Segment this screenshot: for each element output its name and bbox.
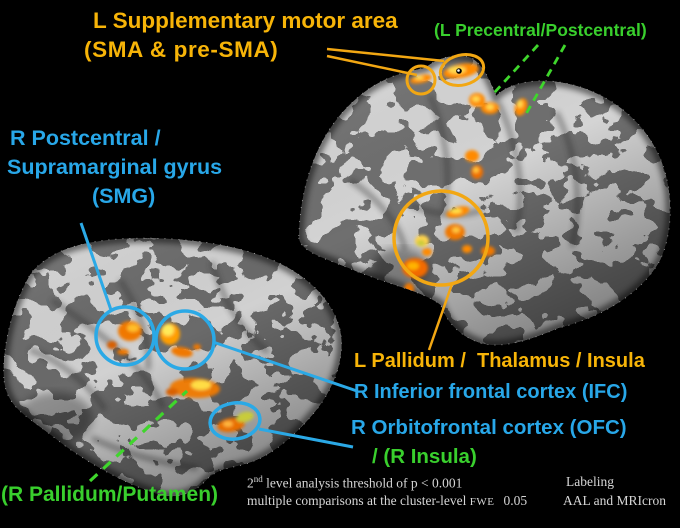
label-smg-line1: R Postcentral / (10, 126, 161, 150)
label-pallidum-putamen: (R Pallidum/Putamen) (1, 483, 219, 506)
brain-render-left-hemisphere (298, 55, 671, 346)
label-ifc: R Inferior frontal cortex (IFC) (354, 381, 628, 403)
pallidum-putamen-dashed-line (88, 389, 189, 483)
label-smg-line3: (SMG) (92, 184, 156, 208)
pallidum-thalamus-circle (392, 189, 490, 287)
caption-threshold-rest: level analysis threshold of p < 0.001 (262, 475, 463, 491)
label-precentral-postcentral: (L Precentral/Postcentral) (434, 20, 647, 40)
peak-activation-dot (457, 69, 460, 72)
ifc-circle (154, 309, 216, 371)
ofc-circle (208, 401, 262, 441)
ofc-callout-line (258, 427, 354, 449)
caption-fwe: FWE (469, 496, 495, 508)
sma-circle-large (438, 53, 486, 87)
label-ofc-line2-insula: / (R Insula) (372, 445, 477, 468)
label-pallidum-thalamus-insula: L Pallidum / Thalamus / Insula (354, 350, 645, 372)
ifc-callout-line (212, 340, 358, 393)
caption-threshold-prefix: 2 (247, 475, 254, 491)
caption-labeling-title: Labeling (566, 474, 614, 489)
caption-threshold-line2: multiple comparisons at the cluster-leve… (247, 493, 528, 509)
label-sma-line2: (SMA & pre-SMA) (84, 37, 279, 62)
yellow-annotations (326, 47, 490, 351)
caption-threshold-sup: nd (253, 474, 263, 484)
sma-circle-small (405, 64, 437, 96)
label-sma-line1: L Supplementary motor area (93, 8, 398, 33)
label-ofc-line1: R Orbitofrontal cortex (OFC) (351, 416, 627, 439)
caption-comparisons: multiple comparisons at the cluster-leve… (247, 493, 470, 508)
blue-annotations (79, 222, 358, 449)
label-smg-line2: Supramarginal gyrus (7, 155, 223, 179)
caption-fwe-value: 0.05 (503, 493, 528, 508)
smg-circle (94, 305, 156, 367)
smg-callout-line (79, 222, 113, 311)
sma-callout-line-1 (326, 47, 445, 63)
caption-threshold-line1: 2nd level analysis threshold of p < 0.00… (247, 474, 463, 491)
sma-callout-line-2 (326, 54, 418, 77)
green-annotations (88, 44, 567, 483)
caption-labeling-tools: AAL and MRIcron (563, 493, 666, 508)
pallidum-callout-line (427, 283, 454, 351)
sulci-right-brain (298, 56, 671, 345)
precentral-dashed-line-1 (492, 44, 540, 94)
